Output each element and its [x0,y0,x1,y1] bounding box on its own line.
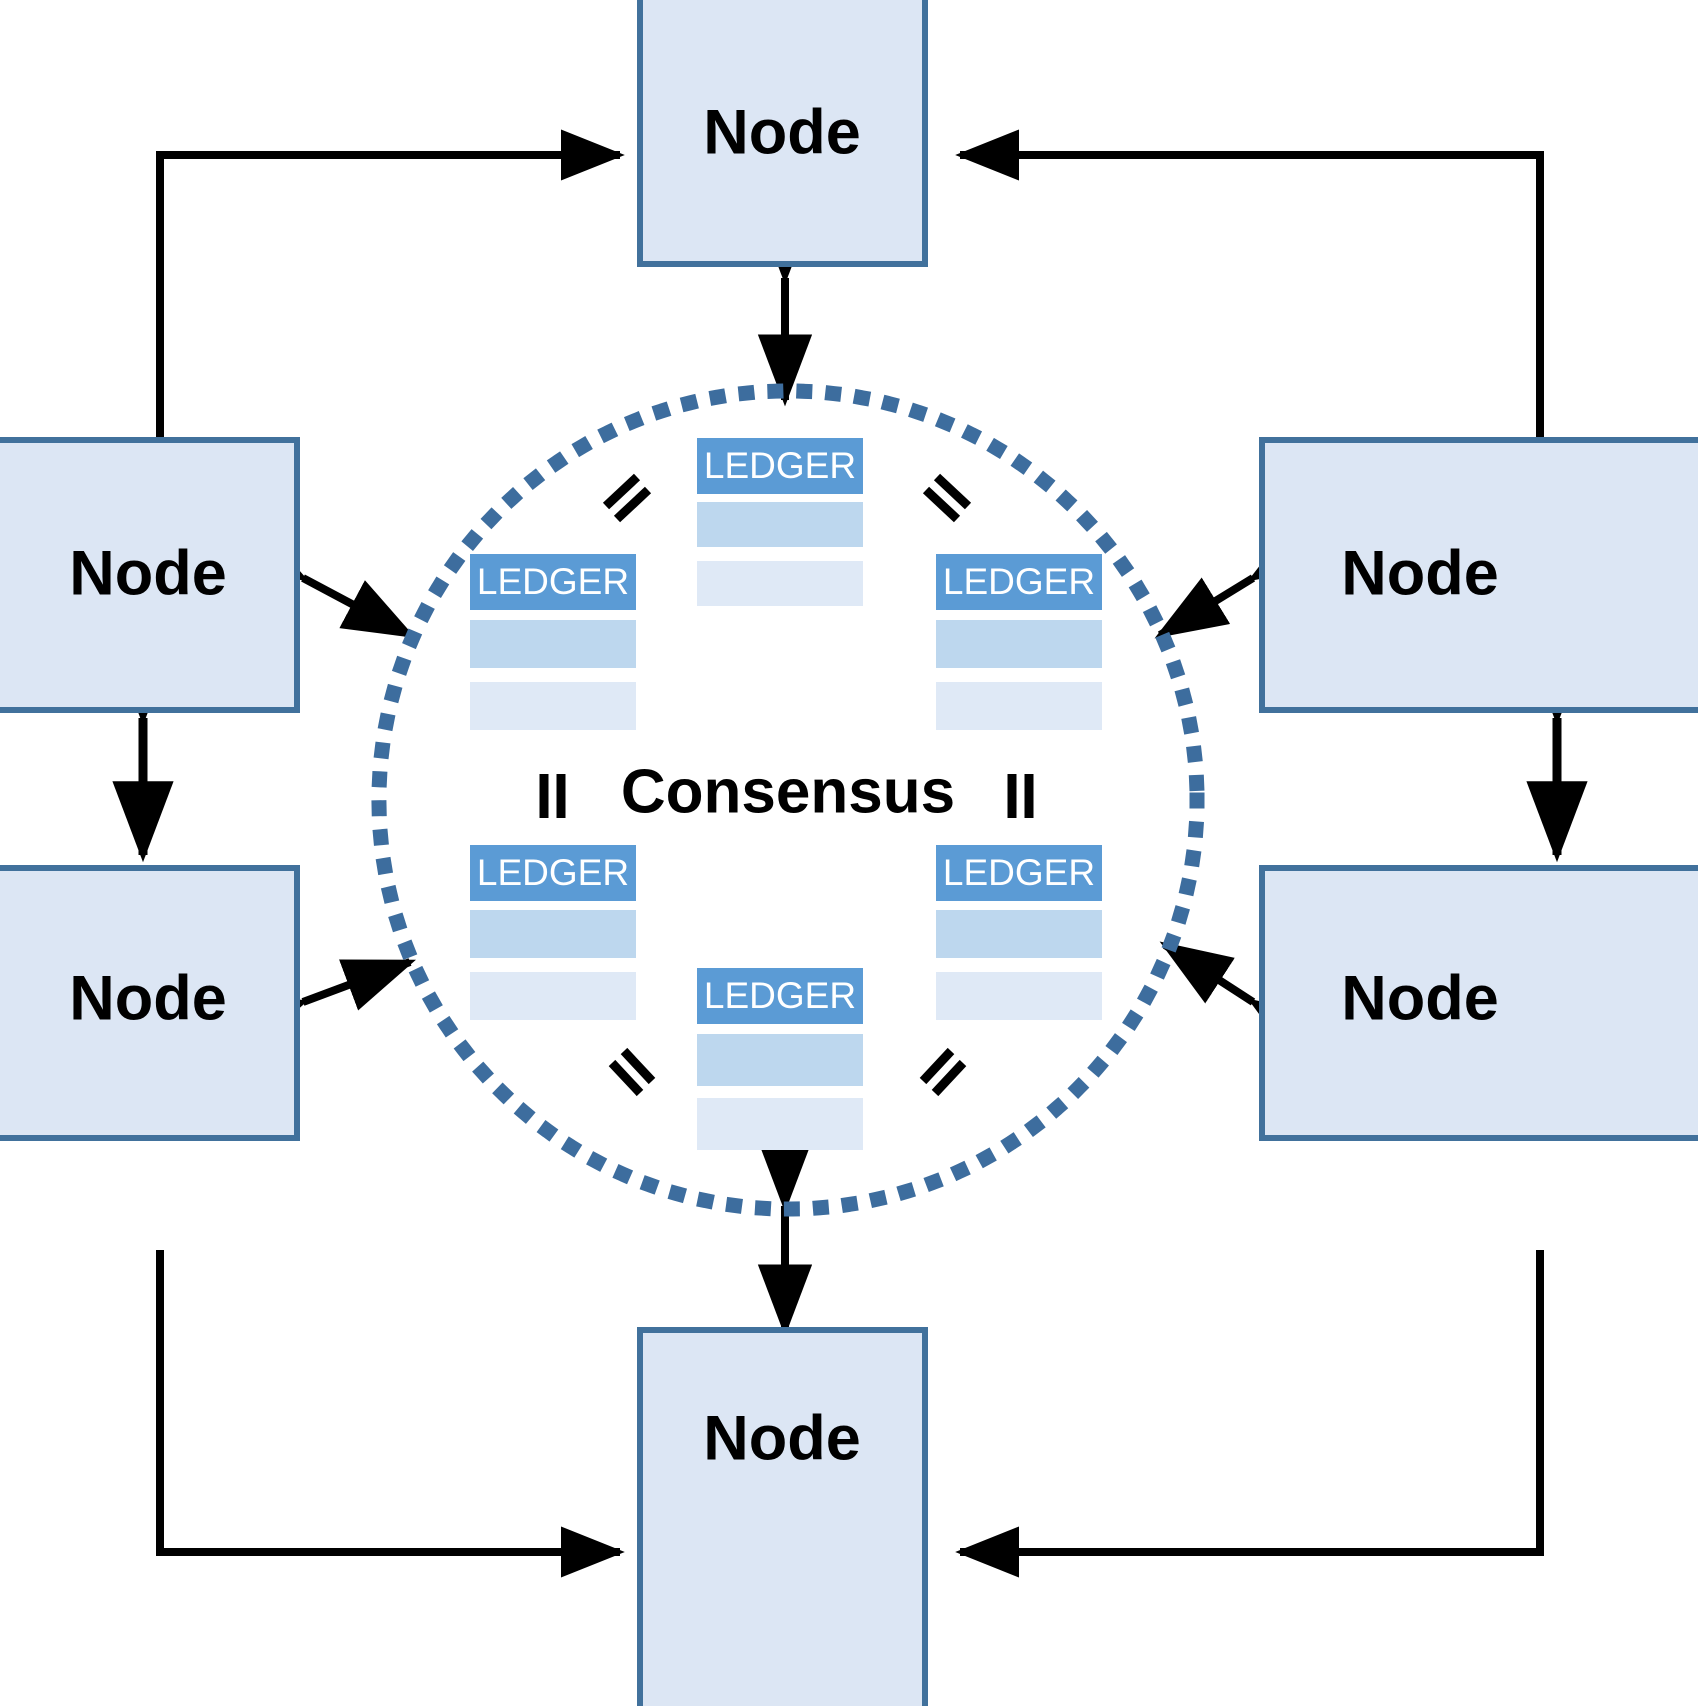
ledger-left-upper[interactable]: LEDGER [470,554,636,730]
node-top[interactable]: Node [637,0,928,267]
node-right-lower-label: Node [1341,964,1499,1034]
node-left-lower-label: Node [69,964,227,1034]
connection-rightlower-to-bottom [955,1250,1544,1578]
ledger-top-label: LEDGER [704,445,856,486]
ledger-top-row-1 [697,502,863,547]
connection-leftupper-to-top [156,129,625,455]
perimeter-connections [112,129,1588,1578]
ledger-right-upper-row-2 [936,682,1102,730]
equals-mark-middle-right [1007,774,1034,818]
ledger-right-lower-label: LEDGER [943,852,1095,893]
node-right-upper-label: Node [1341,539,1499,609]
spoke-right-lower [1159,941,1323,1061]
ledger-left-lower[interactable]: LEDGER [470,845,636,1020]
ledger-left-lower-row-1 [470,910,636,958]
ledger-right-upper-row-1 [936,620,1102,668]
equals-mark-top-right [922,473,972,523]
node-left-lower[interactable]: Node [0,865,300,1141]
ledger-top-row-2 [697,561,863,606]
spoke-left-lower [232,958,416,1051]
equals-mark-bottom-left [608,1047,656,1097]
ledger-bottom-row-1 [697,1034,863,1086]
node-bottom-label: Node [703,1404,861,1474]
connection-leftlower-to-bottom [156,1250,625,1578]
ledger-bottom[interactable]: LEDGER [697,968,863,1150]
ledger-bottom-label: LEDGER [704,975,856,1016]
ledger-left-upper-row-2 [470,682,636,730]
ledger-top[interactable]: LEDGER [697,438,863,606]
ledger-right-lower-row-1 [936,910,1102,958]
ledger-right-lower[interactable]: LEDGER [936,845,1102,1020]
node-top-label: Node [703,98,861,168]
consensus-title: Consensus [621,757,955,826]
node-bottom[interactable]: Node [637,1327,928,1706]
equals-mark-middle-left [539,774,566,818]
equals-mark-top-left [602,473,652,523]
connection-rightupper-to-top [955,129,1544,455]
equals-mark-bottom-right [919,1047,967,1097]
consensus-boundary-circle [371,383,1205,1217]
spoke-left-upper [232,523,416,639]
node-left-upper-label: Node [69,539,227,609]
ledger-left-lower-row-2 [470,972,636,1020]
ledger-right-upper-label: LEDGER [943,561,1095,602]
ledger-right-lower-row-2 [936,972,1102,1020]
node-right-upper[interactable]: Node [1259,437,1698,713]
ledger-left-upper-row-1 [470,620,636,668]
ledger-left-upper-label: LEDGER [477,561,629,602]
ledger-bottom-row-2 [697,1098,863,1150]
ledger-right-upper[interactable]: LEDGER [936,554,1102,730]
spoke-right-upper [1154,520,1324,639]
consensus-spokes [232,212,1324,1337]
ledger-left-lower-label: LEDGER [477,852,629,893]
node-left-upper[interactable]: Node [0,437,300,713]
node-right-lower[interactable]: Node [1259,865,1698,1141]
